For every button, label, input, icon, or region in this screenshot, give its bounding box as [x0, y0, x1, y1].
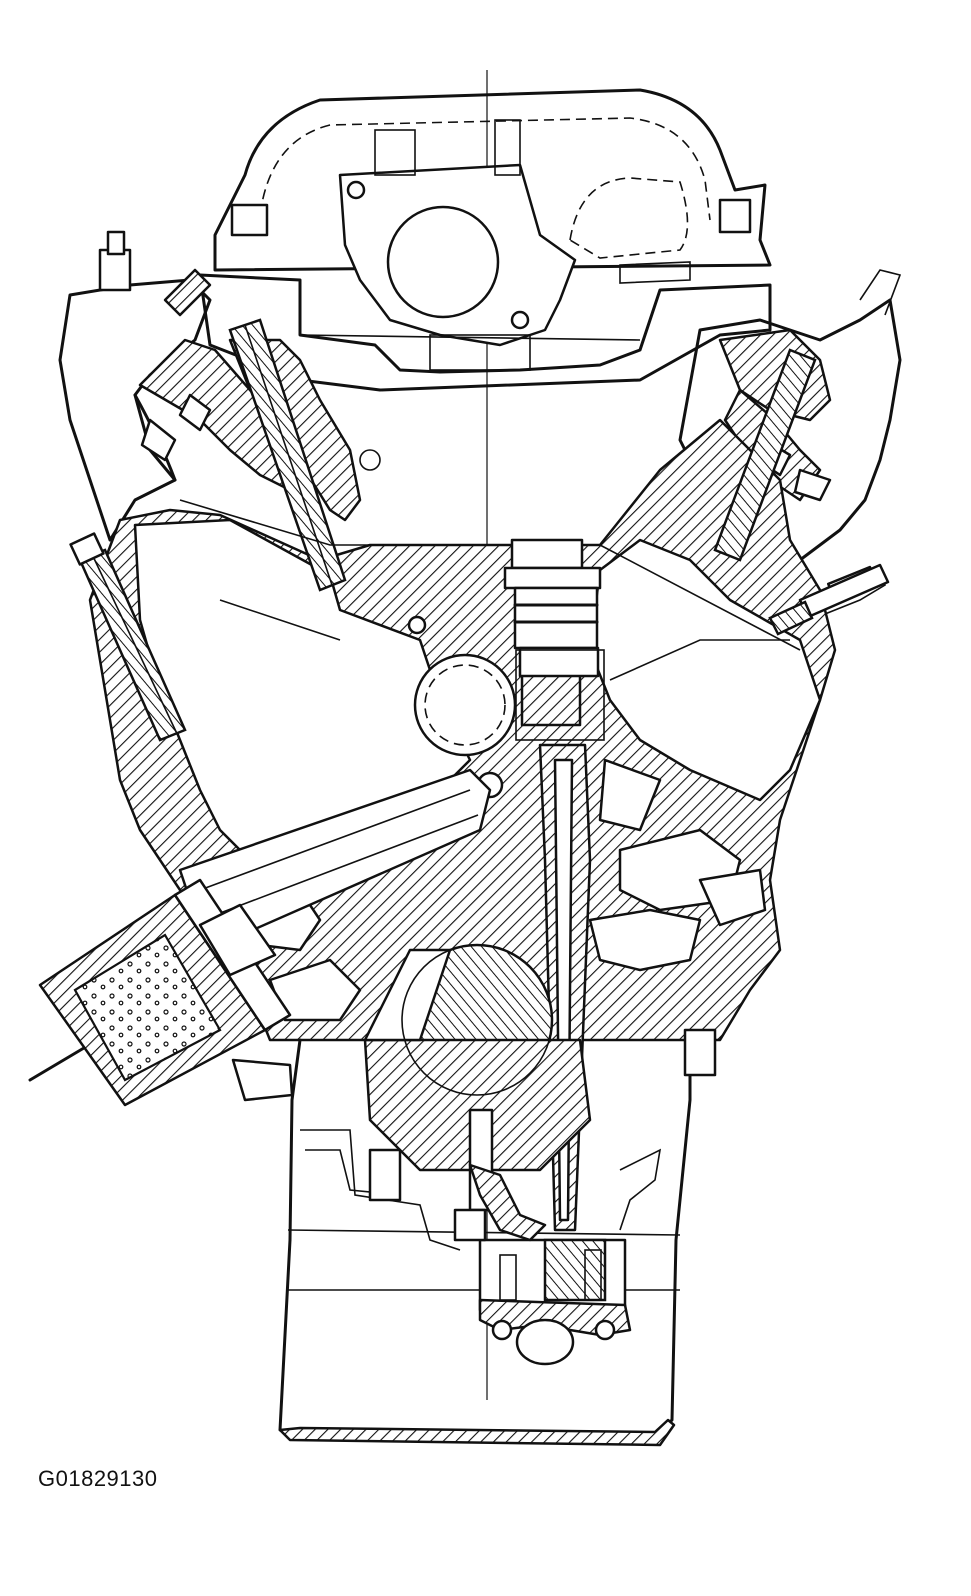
oil-pickup-tube [368, 1148, 547, 1242]
camshaft-journal [407, 615, 517, 799]
figure-code: G01829130 [38, 1466, 158, 1491]
oil-filter [38, 878, 292, 1107]
right-piston [503, 538, 605, 741]
left-cylinder-head [58, 230, 381, 542]
intake-manifold [198, 273, 772, 392]
oil-pump [478, 1238, 632, 1366]
spark-plug [768, 563, 890, 636]
head-gasket-line [179, 499, 801, 681]
crankshaft [363, 943, 592, 1212]
intake-plenum [213, 88, 772, 347]
